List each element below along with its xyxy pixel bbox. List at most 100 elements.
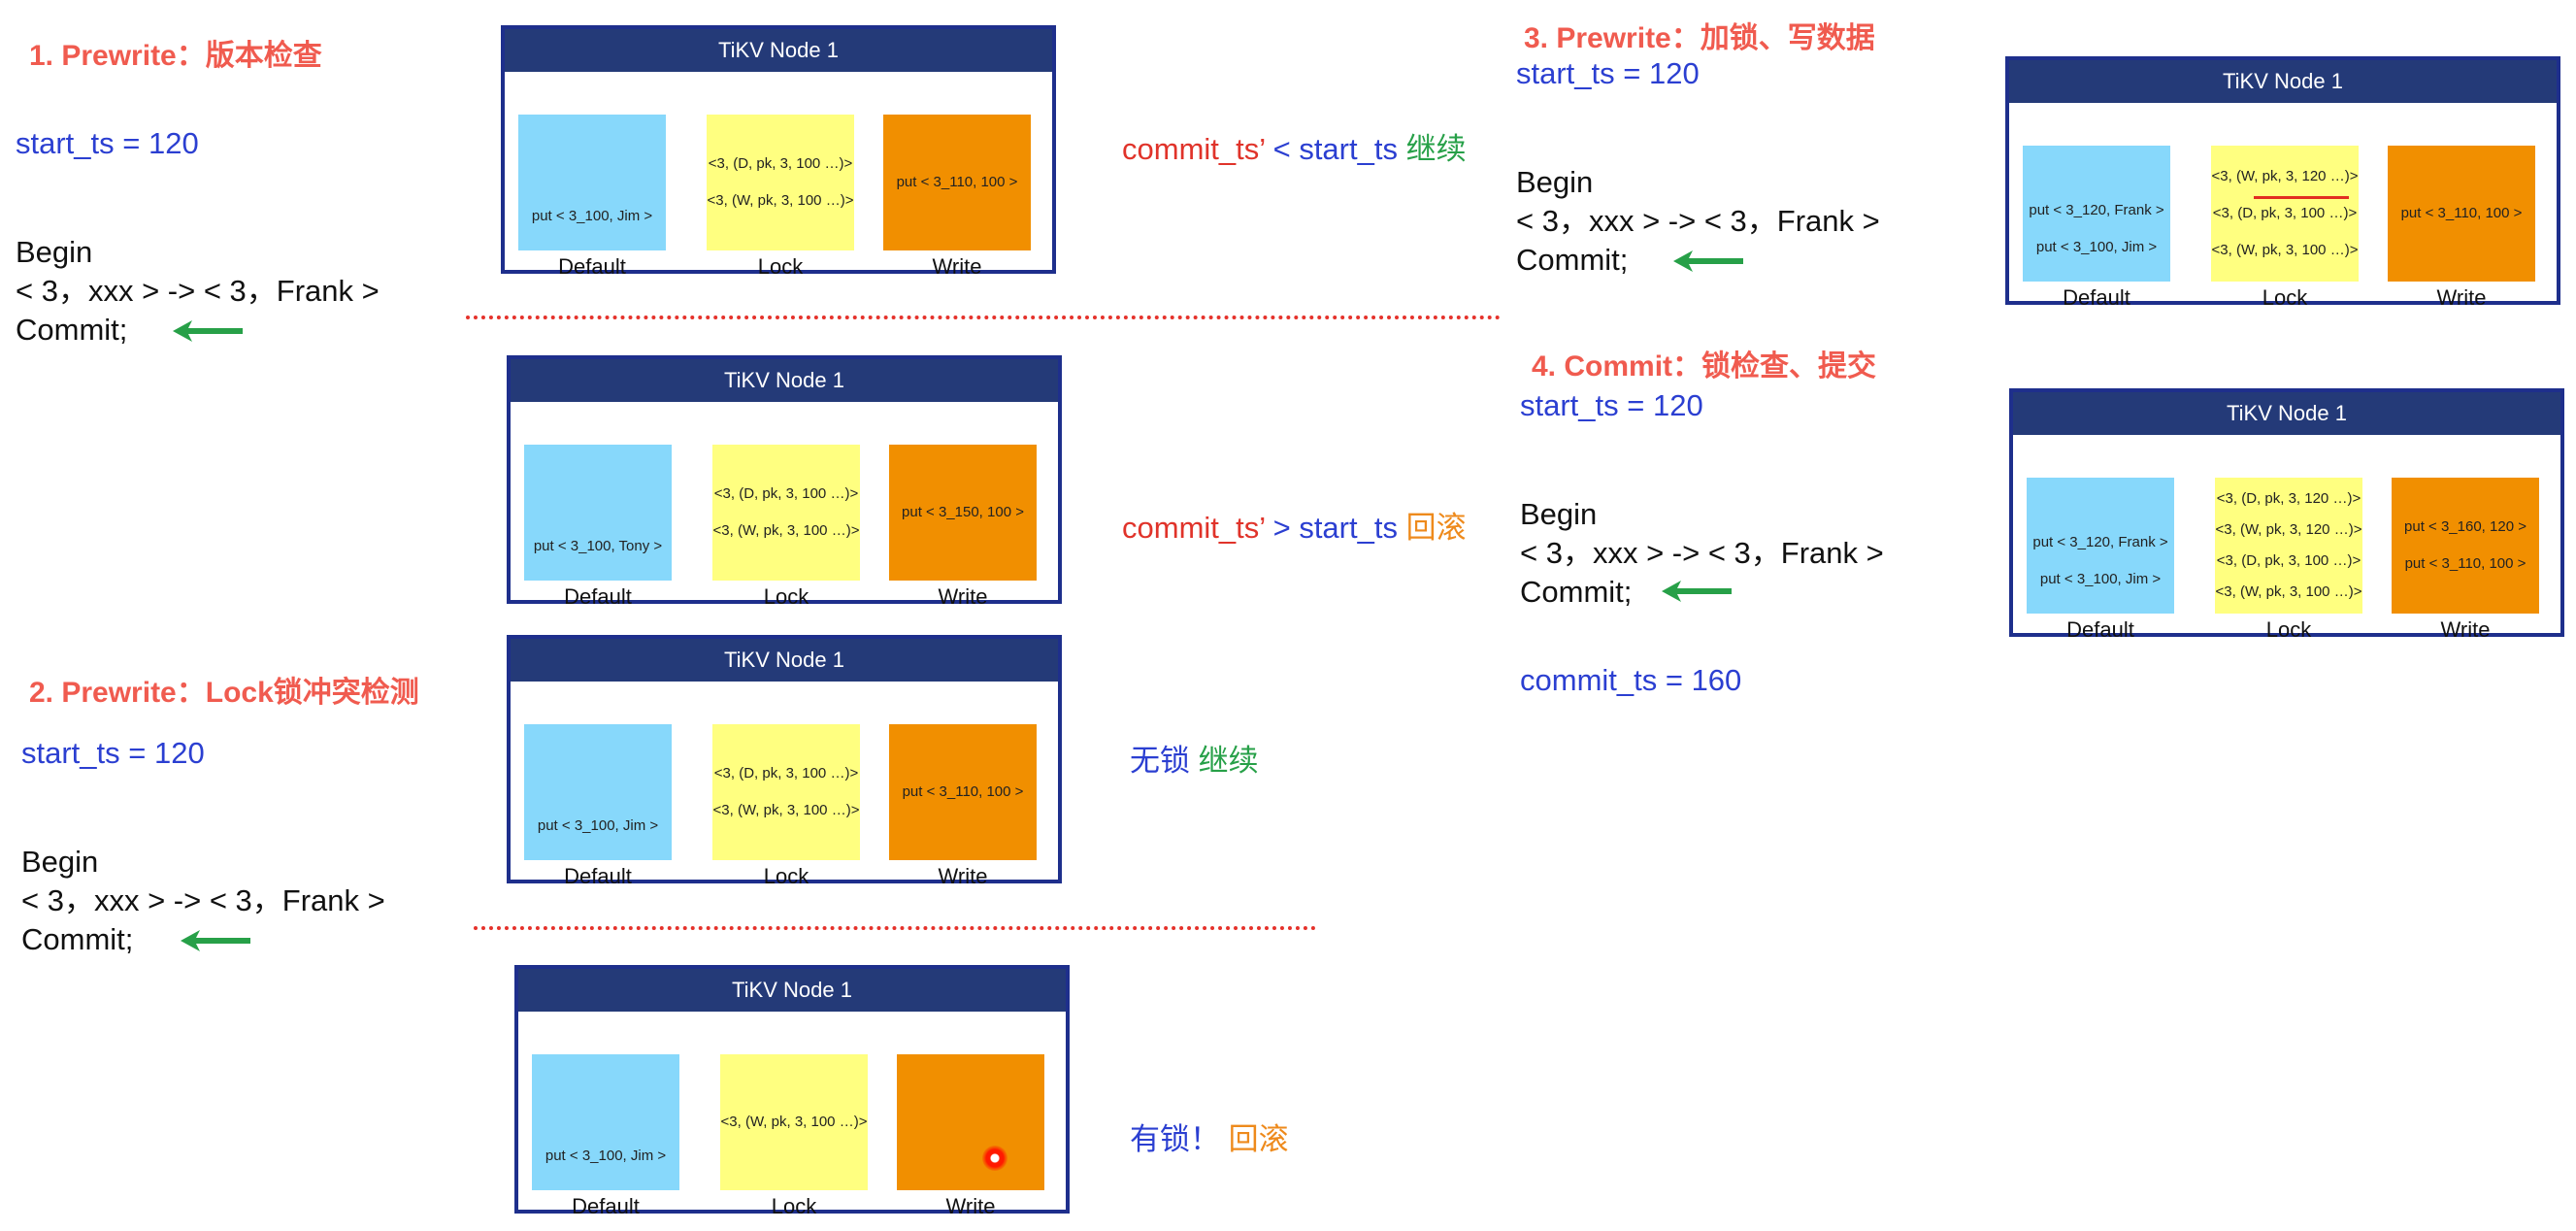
node-title: TiKV Node 1 — [511, 639, 1058, 682]
default-column-family: put < 3_120, Frank >put < 3_100, Jim > — [2023, 146, 2170, 282]
txn-op: < 3，xxx > -> < 3，Frank > — [1520, 536, 1884, 570]
kv-entry: put < 3_100, Jim > — [545, 1148, 667, 1164]
lock-column-family: <3, (W, pk, 3, 120 …)> <3, (D, pk, 3, 100… — [2211, 146, 2359, 282]
txn-commit: Commit; — [16, 313, 128, 347]
new-lock-underline — [2254, 196, 2349, 199]
txn-begin: Begin — [1520, 497, 1598, 531]
default-label: Default — [564, 584, 632, 609]
status-result: 继续 — [1198, 744, 1259, 778]
status-no-lock: 无锁 继续 — [1130, 736, 1259, 780]
kv-entry: <3, (W, pk, 3, 100 …)> — [2215, 583, 2362, 600]
section-2-heading: 2. Prewrite：Lock锁冲突检测 — [29, 677, 419, 709]
tikv-node-6: TiKV Node 1 put < 3_120, Frank >put < 3_1… — [2009, 388, 2564, 642]
node-title: TiKV Node 1 — [2009, 60, 2557, 103]
tikv-node-1: TiKV Node 1 put < 3_100, Jim > <3, (D, pk,… — [501, 25, 1056, 279]
default-label: Default — [572, 1194, 640, 1218]
section-1-heading: 1. Prewrite：版本检查 — [29, 40, 322, 72]
tikv-node-3: TiKV Node 1 put < 3_100, Jim > <3, (D, pk,… — [507, 635, 1062, 888]
status-lock-state: 有锁！ — [1130, 1122, 1229, 1156]
status-compare: > start_ts — [1264, 511, 1406, 545]
kv-entry: <3, (W, pk, 3, 120 …)> — [2211, 168, 2359, 184]
txn-begin: Begin — [21, 845, 99, 879]
txn-begin: Begin — [16, 235, 93, 269]
write-label: Write — [938, 864, 988, 888]
left-arrow-icon — [181, 930, 250, 951]
lock-label: Lock — [763, 584, 809, 609]
write-label: Write — [932, 254, 982, 279]
lock-column-family: <3, (D, pk, 3, 120 …)><3, (W, pk, 3, 120… — [2215, 478, 2362, 614]
status-continue-a: commit_ts’ < start_ts 继续 — [1122, 124, 1467, 168]
write-label: Write — [2440, 617, 2491, 642]
kv-entry: <3, (W, pk, 3, 100 …)> — [720, 1114, 868, 1130]
status-result: 继续 — [1405, 132, 1467, 166]
lock-label: Lock — [763, 864, 809, 888]
status-result: 回滚 — [1405, 511, 1467, 545]
section-1-start-ts: start_ts = 120 — [16, 126, 199, 160]
left-arrow-icon — [1662, 581, 1732, 602]
kv-entry: put < 3_110, 100 > — [2404, 555, 2526, 572]
kv-entry: put < 3_150, 100 > — [902, 504, 1024, 520]
kv-entry: put < 3_120, Frank > — [2029, 202, 2164, 218]
txn-op: < 3，xxx > -> < 3，Frank > — [21, 883, 385, 917]
left-arrow-icon — [1673, 250, 1743, 272]
default-column-family: put < 3_120, Frank >put < 3_100, Jim > — [2027, 478, 2174, 614]
status-commit-ts: commit_ts’ — [1122, 511, 1265, 545]
kv-entry: <3, (D, pk, 3, 100 …)> — [2212, 205, 2358, 221]
default-label: Default — [2063, 285, 2130, 310]
kv-entry: <3, (W, pk, 3, 100 …)> — [712, 522, 860, 539]
write-column-family: put < 3_160, 120 >put < 3_110, 100 > — [2392, 478, 2539, 614]
lock-column-family: <3, (D, pk, 3, 100 …)> <3, (W, pk, 3, 100… — [712, 724, 860, 860]
dotted-separator — [474, 926, 1316, 930]
txn-commit: Commit; — [21, 922, 134, 956]
kv-entry: put < 3_110, 100 > — [896, 174, 1018, 190]
write-column-family: put < 3_110, 100 > — [2388, 146, 2535, 282]
write-column-family: put < 3_110, 100 > — [889, 724, 1037, 860]
default-column-family: put < 3_100, Jim > — [518, 115, 666, 250]
node-title: TiKV Node 1 — [505, 29, 1052, 72]
section-3-start-ts: start_ts = 120 — [1516, 56, 1700, 90]
kv-entry: <3, (D, pk, 3, 100 …)> — [713, 765, 859, 782]
status-compare: < start_ts — [1264, 132, 1406, 166]
section-4-commit-ts: commit_ts = 160 — [1520, 663, 1742, 697]
kv-entry: <3, (D, pk, 3, 100 …)> — [708, 155, 853, 172]
lock-label: Lock — [2262, 285, 2308, 310]
section-4-start-ts: start_ts = 120 — [1520, 388, 1703, 422]
red-dot-marker — [982, 1146, 1007, 1171]
section-3-transaction: Begin < 3，xxx > -> < 3，Frank > Commit; — [1516, 163, 1880, 280]
txn-begin: Begin — [1516, 165, 1594, 199]
write-label: Write — [945, 1194, 996, 1218]
kv-entry: <3, (W, pk, 3, 120 …)> — [2215, 521, 2362, 538]
status-result: 回滚 — [1228, 1122, 1289, 1156]
section-2-start-ts: start_ts = 120 — [21, 736, 205, 770]
kv-entry: put < 3_110, 100 > — [902, 783, 1024, 800]
kv-entry: <3, (W, pk, 3, 100 …)> — [712, 802, 860, 818]
lock-column-family: <3, (D, pk, 3, 100 …)><3, (W, pk, 3, 100… — [707, 115, 854, 250]
kv-entry: put < 3_100, Jim > — [531, 208, 653, 224]
dotted-separator — [466, 316, 1501, 319]
left-arrow-icon — [173, 320, 243, 342]
default-label: Default — [564, 864, 632, 888]
section-4-heading: 4. Commit：锁检查、提交 — [1532, 350, 1877, 383]
kv-entry: put < 3_110, 100 > — [2400, 205, 2523, 221]
node-title: TiKV Node 1 — [518, 969, 1066, 1012]
lock-label: Lock — [757, 254, 804, 279]
lock-column-family: <3, (W, pk, 3, 100 …)> — [720, 1054, 868, 1190]
write-column-family: put < 3_110, 100 > — [883, 115, 1031, 250]
status-rollback-b: commit_ts’ > start_ts 回滚 — [1122, 503, 1467, 547]
kv-entry: <3, (D, pk, 3, 100 …)> — [2216, 552, 2361, 569]
node-title: TiKV Node 1 — [511, 359, 1058, 402]
default-column-family: put < 3_100, Tony > — [524, 445, 672, 581]
section-4-transaction: Begin < 3，xxx > -> < 3，Frank > Commit; — [1520, 495, 1884, 612]
txn-op: < 3，xxx > -> < 3，Frank > — [16, 274, 380, 308]
kv-entry: put < 3_100, Jim > — [2039, 571, 2162, 587]
tikv-node-4: TiKV Node 1 put < 3_100, Jim > <3, (W, pk,… — [514, 965, 1070, 1218]
section-2-transaction: Begin < 3，xxx > -> < 3，Frank > Commit; — [21, 843, 385, 959]
default-label: Default — [558, 254, 626, 279]
txn-commit: Commit; — [1520, 575, 1633, 609]
txn-op: < 3，xxx > -> < 3，Frank > — [1516, 204, 1880, 238]
node-title: TiKV Node 1 — [2013, 392, 2560, 435]
default-column-family: put < 3_100, Jim > — [524, 724, 672, 860]
write-label: Write — [2436, 285, 2487, 310]
